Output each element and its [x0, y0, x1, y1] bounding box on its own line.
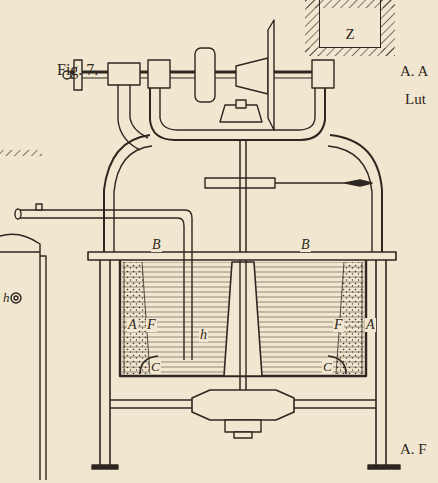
part-letter: h — [199, 328, 208, 342]
part-letter: h — [2, 291, 11, 304]
figure-caption: Fig. 7. — [56, 62, 99, 78]
part-letter: C — [322, 360, 333, 373]
part-letter: F — [146, 318, 157, 332]
part-letter: B — [151, 238, 162, 252]
part-letter: C — [150, 360, 161, 373]
part-letter: F — [333, 318, 344, 332]
part-letter: B — [300, 238, 311, 252]
figure-caption: A. A — [399, 64, 429, 79]
part-letter: A — [127, 318, 138, 332]
wall-box: Z — [319, 0, 381, 48]
figure-caption: A. F — [399, 442, 428, 457]
figure-caption: Lut — [404, 92, 427, 107]
part-letter: A — [365, 318, 376, 332]
room-letter: Z — [345, 26, 354, 47]
